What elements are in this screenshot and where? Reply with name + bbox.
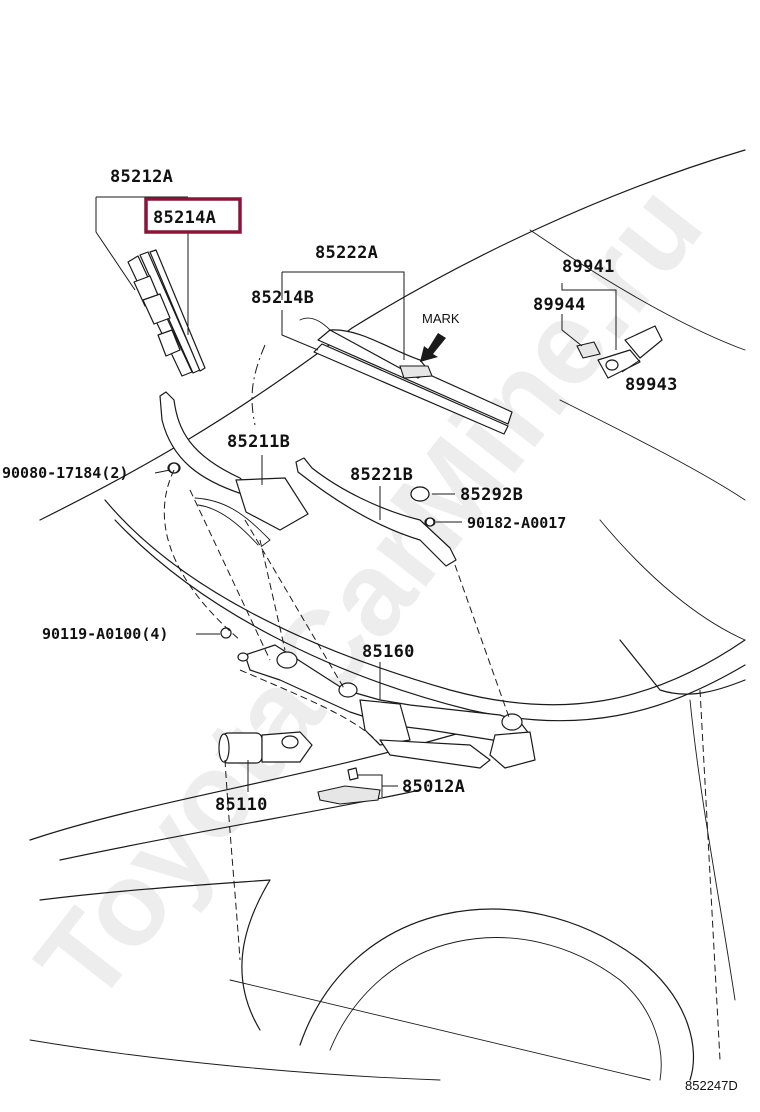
label-85211B[interactable]: 85211B [227, 432, 290, 452]
wiper-blade-passenger [299, 317, 513, 435]
nut-90080-shape [168, 462, 180, 474]
watermark-text: ToyotaCarMine.ru [11, 161, 727, 1026]
highlight-box-85214A [144, 197, 242, 234]
label-85012A[interactable]: 85012A [402, 777, 465, 797]
label-85160[interactable]: 85160 [362, 642, 415, 662]
wiper-blade-driver [127, 249, 206, 377]
label-85212A[interactable]: 85212A [110, 167, 173, 187]
label-85292B[interactable]: 85292B [460, 485, 523, 505]
wiper-motor [218, 731, 313, 764]
cap-85292B-shape [410, 486, 430, 502]
label-85214A[interactable]: 85214A [153, 208, 216, 228]
car-body-outline [29, 149, 746, 1081]
bolt-90119-shape [220, 627, 232, 639]
label-85222A[interactable]: 85222A [315, 243, 378, 263]
nut-90182-shape [425, 517, 435, 527]
motor-bracket [317, 767, 381, 805]
label-89941[interactable]: 89941 [562, 257, 615, 277]
mark-label: MARK [422, 311, 460, 326]
label-85214B[interactable]: 85214B [251, 288, 314, 308]
label-85221B[interactable]: 85221B [350, 465, 413, 485]
diagram-code: 852247D [685, 1078, 738, 1093]
wiper-arm-driver [159, 391, 309, 547]
label-89943[interactable]: 89943 [625, 375, 678, 395]
part-labels: 85212A 85214A 85222A 85214B 89941 89944 … [2, 167, 678, 815]
assembly-guide-lines [163, 469, 511, 961]
washer-nozzle-parts [576, 325, 663, 379]
label-85110[interactable]: 85110 [215, 795, 268, 815]
mark-indicator: MARK [420, 311, 460, 362]
label-90119-A0100[interactable]: 90119-A0100(4) [42, 625, 168, 643]
label-90182-A0017[interactable]: 90182-A0017 [467, 514, 566, 532]
leader-lines [95, 196, 641, 797]
label-89944[interactable]: 89944 [533, 295, 586, 315]
label-90080-17184[interactable]: 90080-17184(2) [2, 464, 128, 482]
